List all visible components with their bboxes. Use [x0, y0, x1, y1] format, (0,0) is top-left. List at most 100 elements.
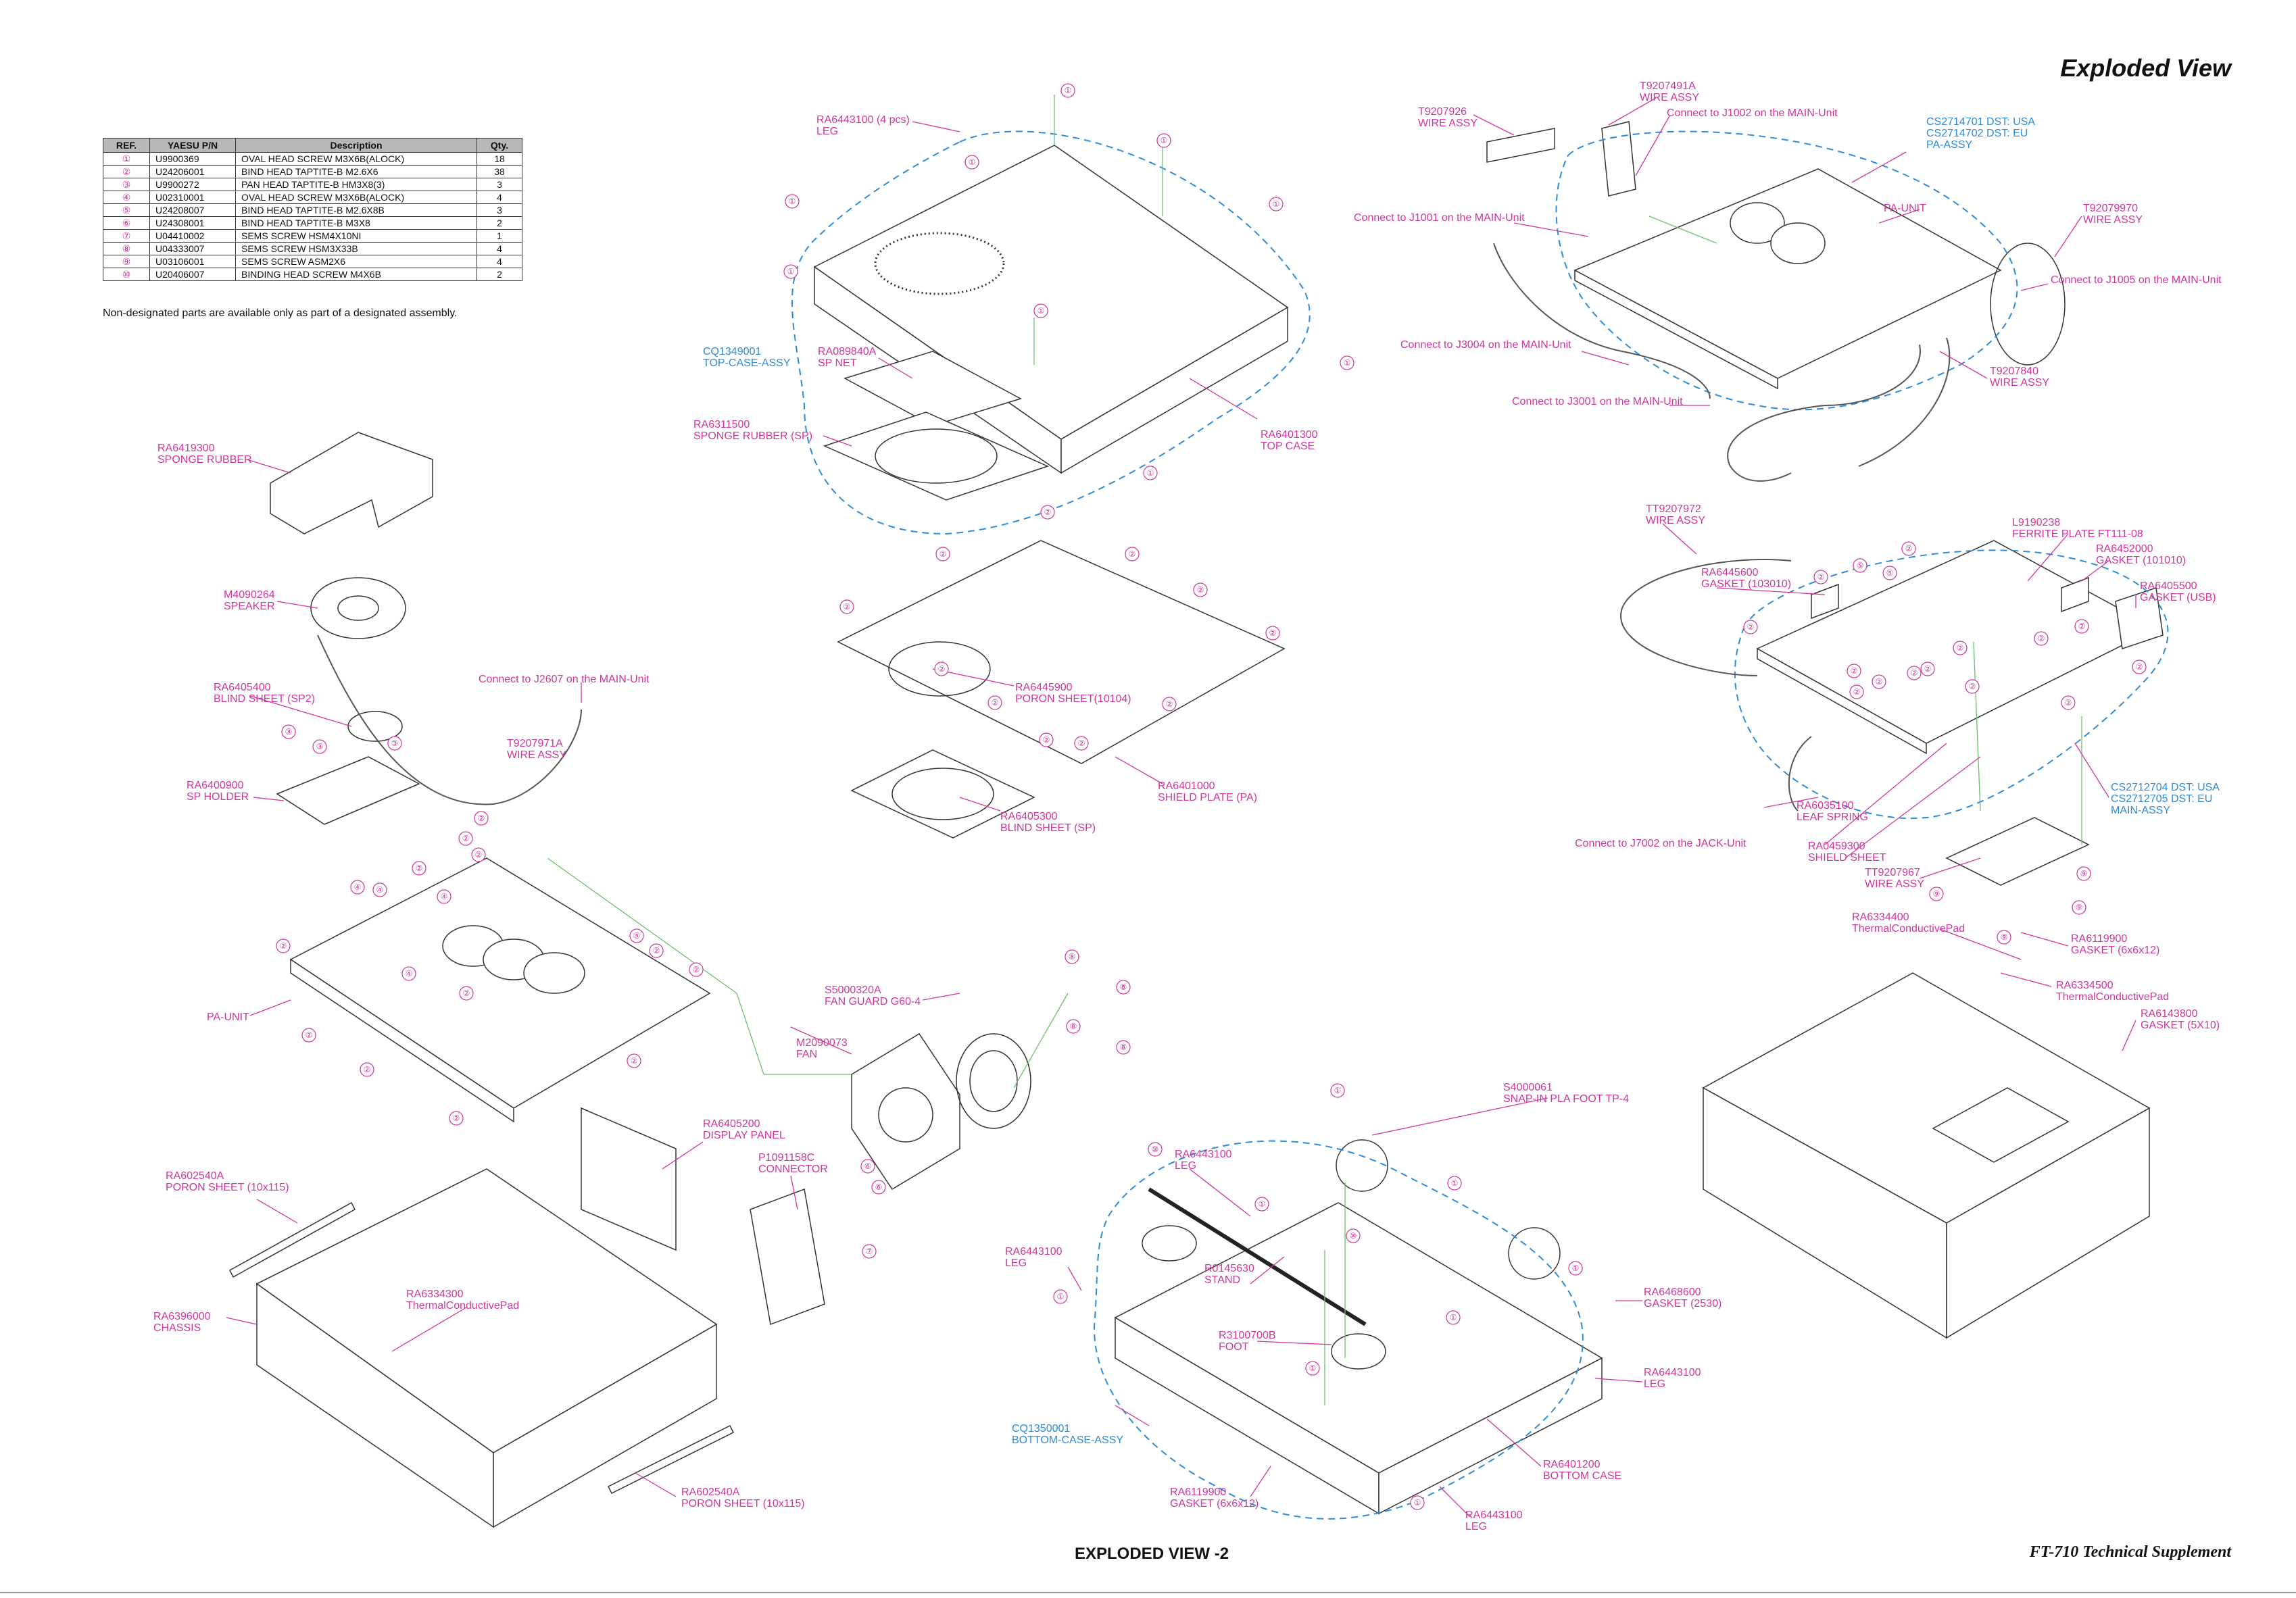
label-gasket-5x10-name: GASKET (5X10): [2141, 1020, 2220, 1031]
screw-ref-circle: [1410, 1495, 1425, 1510]
screw-ref-circle: [471, 847, 486, 862]
label-main-assy-usa: CS2712704 DST: USA: [2111, 782, 2220, 793]
screw-ref-fan: ⑧: [1069, 952, 1076, 962]
main-assy-wires: [1620, 559, 1812, 812]
label-wire-t92079970-pn: T92079970: [2083, 203, 2138, 214]
label-poron-a-name: PORON SHEET (10x115): [166, 1182, 289, 1193]
label-blind-sheet-sp-name: BLIND SHEET (SP): [1000, 822, 1096, 834]
speaker-grill: [874, 232, 1005, 295]
screw-ref-circle: [301, 1028, 316, 1043]
pa-assy-toroid-1: [1730, 202, 1785, 244]
part-description: BINDING HEAD SCREW M4X6B: [235, 268, 477, 281]
screw-ref-circle: [281, 724, 296, 739]
screw-ref-circle: [1116, 980, 1131, 995]
label-main-assy-eu: CS2712705 DST: EU: [2111, 793, 2212, 805]
screw-ref-circle: [1953, 641, 1968, 655]
top-case-assy-outline: [791, 130, 1311, 535]
screw-ref-pa_unit: ④: [406, 969, 413, 978]
label-gasket-103010-pn: RA6445600: [1701, 567, 1759, 578]
screw-ref-shield_plate: ②: [939, 549, 947, 559]
screw-ref-sp_holder: ③: [316, 742, 324, 751]
label-leg-bottom-c-name: LEG: [1644, 1378, 1665, 1390]
label-wire-tt9207967-pn: TT9207967: [1865, 867, 1920, 878]
screw-ref-circle: [1066, 1019, 1081, 1034]
label-connect-j1005: Connect to J1005 on the MAIN-Unit: [2051, 274, 2222, 286]
label-gasket-2530-pn: RA6468600: [1644, 1287, 1701, 1298]
screw-ref-circle: [860, 1159, 875, 1174]
label-blind-sheet-sp-pn: RA6405300: [1000, 811, 1058, 822]
screw-ref-circle: [1305, 1361, 1320, 1376]
screw-ref-pa_unit: ②: [462, 834, 470, 843]
label-poron-sheet-10104-name: PORON SHEET(10104): [1015, 693, 1131, 705]
screw-ref-bottom_case: ⑩: [1350, 1231, 1357, 1241]
label-top-case-assy-pn: CQ1349001: [703, 346, 761, 357]
label-wire-t9207840-name: WIRE ASSY: [1990, 377, 2049, 389]
screw-ref-circle: [1882, 566, 1897, 580]
screw-ref-circle: [1162, 697, 1177, 711]
bottom-rule: [0, 1592, 2296, 1593]
screw-ref-circle: [934, 661, 949, 676]
label-leg-bottom-d-name: LEG: [1465, 1521, 1487, 1532]
part-labels: RA6443100 (4 pcs) LEG CQ1349001 TOP-CASE…: [153, 80, 2222, 1532]
screw-ref-circle: [1743, 620, 1758, 634]
screw-ref-circle: [1901, 541, 1916, 556]
label-foot-pn: R3100700B: [1219, 1330, 1276, 1341]
label-wire-t9207971a-pn: T9207971A: [507, 738, 563, 749]
label-wire-t9207971a-name: WIRE ASSY: [507, 749, 566, 761]
label-thermal-pad-chassis-pn: RA6334300: [406, 1289, 464, 1300]
label-wire-t9207926-name: WIRE ASSY: [1418, 118, 1477, 129]
label-pa-unit-right: PA-UNIT: [1884, 203, 1926, 214]
wire-t9207491a-bundle: [1601, 121, 1636, 197]
sp-net-part: [823, 351, 1050, 501]
screw-ref-circle: [449, 1111, 464, 1126]
screw-ref-shield_plate: ②: [1078, 739, 1085, 748]
screw-ref-fan: ⑧: [1120, 1043, 1127, 1052]
screw-ref-circle: [629, 928, 644, 943]
label-gasket-6x6-right-name: GASKET (6x6x12): [2071, 945, 2159, 956]
screw-ref-circle: [1060, 83, 1075, 98]
label-display-panel-pn: RA6405200: [703, 1118, 760, 1130]
snap-in-foot-a: [1336, 1139, 1388, 1192]
label-connect-j1001: Connect to J1001 on the MAIN-Unit: [1354, 212, 1525, 224]
label-leg-bottom-b-pn: RA6443100: [1005, 1246, 1062, 1257]
label-wire-t9207491a-pn: T9207491A: [1640, 80, 1696, 92]
screw-ref-circle: [412, 861, 426, 876]
pa-toroid-3: [523, 952, 585, 994]
blind-sheet-sp-circle: [891, 768, 994, 820]
label-shield-plate-pn: RA6401000: [1158, 780, 1215, 792]
label-bottom-case-assy-name: BOTTOM-CASE-ASSY: [1012, 1434, 1123, 1446]
screw-ref-connector: ⑥: [875, 1182, 883, 1192]
screw-ref-circle: [1446, 1310, 1461, 1325]
screw-ref-circle: [862, 1244, 877, 1259]
screw-ref-circle: [1965, 679, 1980, 694]
main-assy-part: [1756, 540, 2164, 886]
screw-ref-top_case: ①: [1147, 468, 1154, 478]
label-bottom-case-assy-pn: CQ1350001: [1012, 1423, 1070, 1434]
label-wire-t92079970-name: WIRE ASSY: [2083, 214, 2143, 226]
label-leg-bottom-b-name: LEG: [1005, 1257, 1027, 1269]
label-sponge-rubber-sp-pn: RA6311500: [693, 419, 750, 430]
label-sponge-rubber-name: SPONGE RUBBER: [157, 454, 252, 466]
label-fan-guard-name: FAN GUARD G60-4: [825, 996, 921, 1007]
stand-rod: [1148, 1187, 1367, 1326]
pa-assy-outline: [1555, 130, 2018, 411]
screw-ref-main_unit: ⑨: [2001, 932, 2008, 942]
screw-ref-circle: [1039, 732, 1054, 747]
label-pa-assy-eu: CS2714702 DST: EU: [1926, 128, 2028, 139]
part-number: U02310001: [149, 191, 236, 204]
chassis-part: [229, 1107, 825, 1528]
label-thermal-pad-chassis-name: ThermalConductivePad: [406, 1300, 519, 1312]
gasket-101010-block: [2061, 576, 2089, 613]
label-ferrite-plate-pn: L9190238: [2012, 517, 2060, 528]
label-foot-name: FOOT: [1219, 1341, 1249, 1353]
screw-ref-shield_plate: ②: [844, 602, 851, 611]
bottom-case-right-wall: [1378, 1357, 1603, 1515]
pa-assy-board: [1573, 168, 2002, 379]
part-description: OVAL HEAD SCREW M3X6B(ALOCK): [235, 191, 477, 204]
screw-ref-pa_unit: ②: [280, 941, 287, 951]
label-gasket-5x10-pn: RA6143800: [2141, 1008, 2198, 1020]
screw-ref-bottom_case: ①: [1572, 1264, 1580, 1273]
screw-ref-pa_unit: ⑤: [633, 931, 641, 941]
